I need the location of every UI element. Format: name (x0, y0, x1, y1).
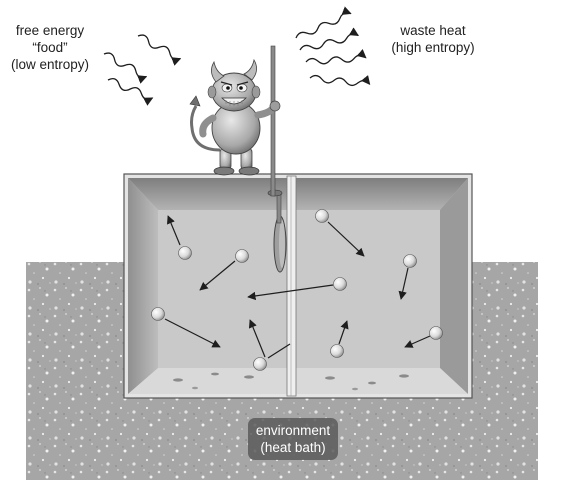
molecule (333, 277, 347, 291)
trident-pole-icon (270, 45, 276, 197)
incoming-energy-waves (103, 34, 182, 106)
molecule (178, 246, 192, 260)
molecules-right (247, 209, 443, 358)
molecules-left (151, 215, 291, 371)
environment-line1: environment (255, 423, 331, 438)
velocity-arrow (167, 215, 181, 246)
waste-heat-line2: (high entropy) (391, 40, 475, 55)
waste-heat-line1: waste heat (400, 23, 466, 38)
molecule (151, 307, 165, 321)
waste-heat-waves (295, 6, 371, 87)
molecule (403, 254, 417, 268)
devil-icon (189, 45, 281, 197)
velocity-arrow (338, 320, 349, 345)
free-energy-line3: (low entropy) (10, 57, 90, 72)
velocity-arrow (267, 343, 291, 359)
free-energy-line1: free energy (15, 23, 85, 38)
environment-line2: (heat bath) (260, 440, 326, 455)
partition-wall (286, 175, 297, 397)
velocity-arrow (247, 284, 334, 301)
environment-label: environment (heat bath) (248, 418, 338, 460)
container-box (123, 173, 473, 399)
waste-heat-label: waste heat (high entropy) (383, 22, 483, 56)
velocity-arrow (398, 267, 409, 300)
left-chamber (128, 178, 287, 394)
velocity-arrow (199, 260, 236, 291)
velocity-arrow (404, 335, 431, 348)
molecule (253, 357, 267, 371)
velocity-arrow (327, 221, 365, 257)
free-energy-label: free energy “food” (low entropy) (2, 22, 98, 73)
molecule (330, 344, 344, 358)
molecule (315, 209, 329, 223)
free-energy-line2: “food” (32, 40, 68, 55)
velocity-arrow (248, 319, 266, 358)
molecule (429, 326, 443, 340)
molecule (235, 249, 249, 263)
trapdoor-icon (267, 189, 287, 273)
velocity-arrow (164, 318, 221, 348)
